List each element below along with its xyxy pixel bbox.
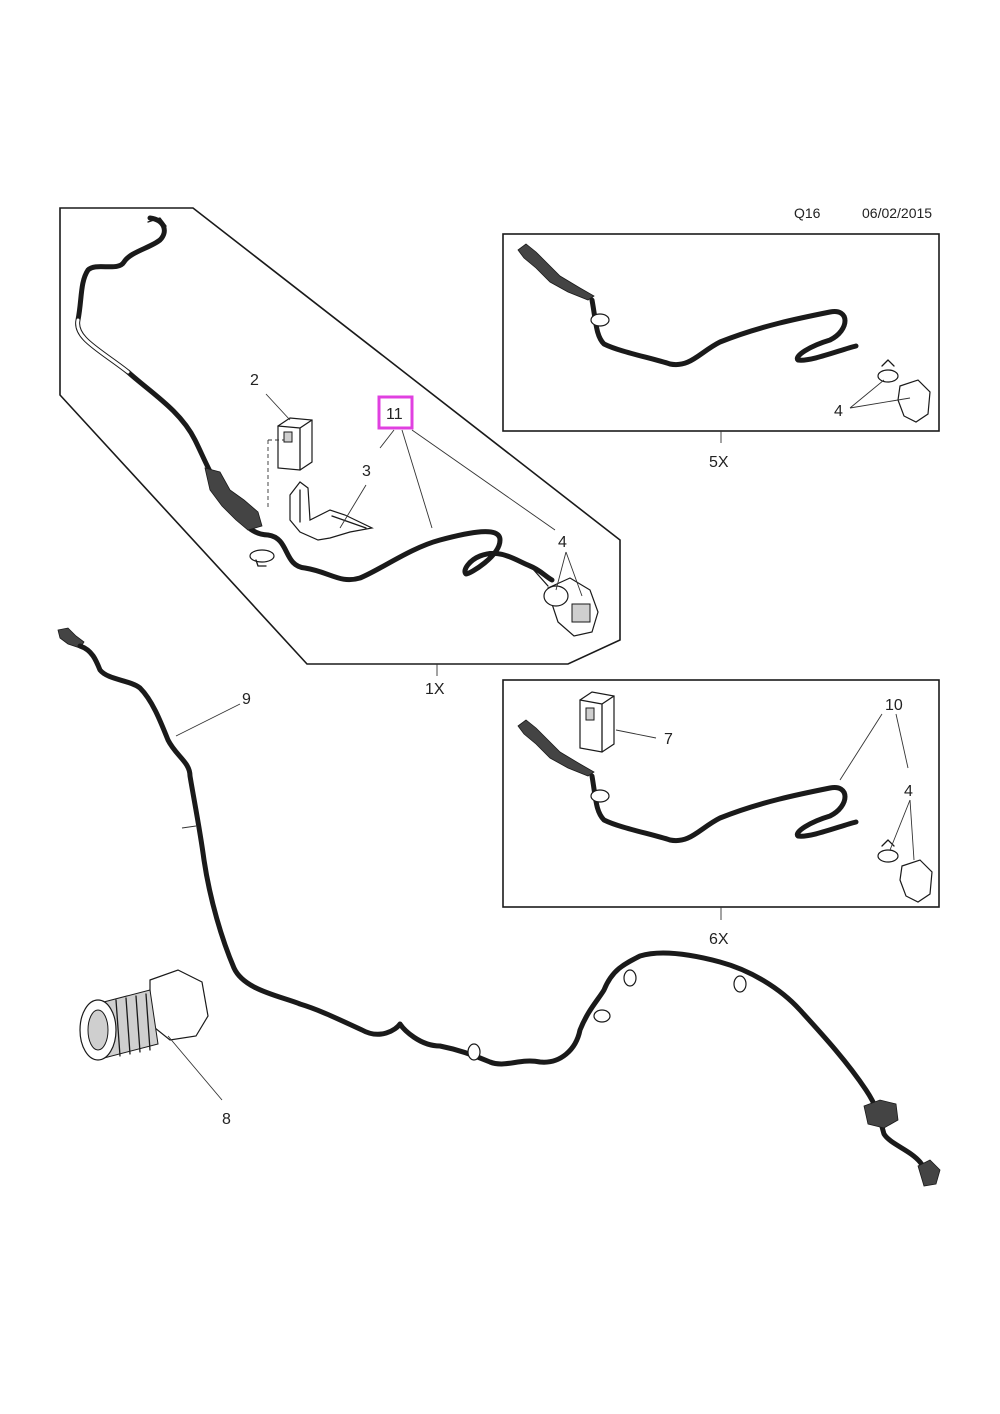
group-5x-label: 5X (709, 454, 729, 471)
group-6x: 7 10 4 6X (502, 679, 940, 948)
group-1x-label: 1X (425, 681, 445, 698)
sensor-4-group-5x (897, 379, 931, 423)
diagram-date: 06/02/2015 (862, 205, 932, 221)
callout-4-group-5x: 4 (834, 403, 843, 420)
group-5x-connector (517, 243, 595, 301)
callout-8: 8 (222, 1111, 231, 1128)
group-6x-connector (517, 719, 595, 777)
callout-2: 2 (250, 372, 259, 389)
bracket-3 (289, 481, 374, 541)
connector-8-body (149, 969, 209, 1041)
module-2 (277, 417, 313, 471)
sensor-4-group-6x (899, 859, 933, 903)
grommet (249, 549, 275, 563)
group-1x: 2 3 11 4 1X (59, 207, 621, 698)
module-7 (579, 691, 615, 753)
group-6x-label: 6X (709, 931, 729, 948)
group-1x-connector-cluster (204, 467, 263, 531)
callout-11-highlight (377, 395, 414, 430)
harness-9-wire (77, 643, 935, 1183)
group-1x-frame (59, 207, 621, 665)
callout-10: 10 (885, 697, 903, 714)
callout-4-group-1x: 4 (558, 534, 567, 551)
harness-9: 9 (57, 627, 941, 1187)
group-5x: 4 5X (502, 233, 940, 471)
group-6x-frame (502, 679, 940, 908)
group-5x-wire (589, 297, 859, 368)
callout-4-group-6x: 4 (904, 783, 913, 800)
callout-3: 3 (362, 463, 371, 480)
diagram-code: Q16 (794, 205, 821, 221)
connector-8: 8 (79, 969, 231, 1128)
harness-9-end-connector (863, 1099, 899, 1129)
group-5x-frame (502, 233, 940, 432)
callout-9: 9 (242, 691, 251, 708)
callout-11: 11 (386, 406, 403, 423)
group-1x-wire-harness (75, 215, 555, 583)
group-1x-top-connector (147, 217, 167, 237)
group-6x-wire (589, 773, 859, 844)
callout-7: 7 (664, 731, 673, 748)
